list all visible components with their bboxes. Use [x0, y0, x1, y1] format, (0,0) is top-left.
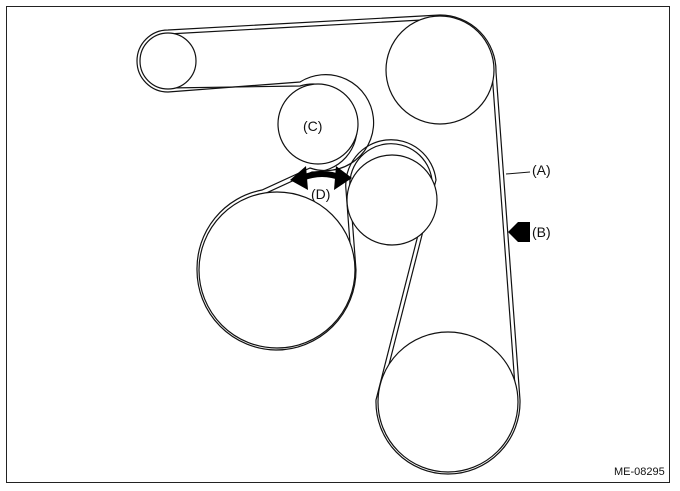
figure-code: ME-08295	[614, 466, 665, 478]
belt-outer-path	[136, 14, 521, 475]
pulley-left	[198, 191, 356, 349]
arrow-b	[508, 222, 530, 242]
pulley-lower	[377, 331, 519, 473]
pulley-c	[277, 83, 359, 165]
pulley-upper-left	[139, 32, 197, 90]
leader-line-a	[505, 171, 531, 175]
label-b: (B)	[532, 224, 551, 240]
label-c: (C)	[303, 118, 322, 134]
pulley-upper-right	[385, 15, 495, 125]
pulley-idler	[346, 154, 438, 246]
label-d: (D)	[311, 186, 330, 202]
double-arrow-d	[290, 166, 352, 190]
label-a: (A)	[532, 162, 551, 178]
